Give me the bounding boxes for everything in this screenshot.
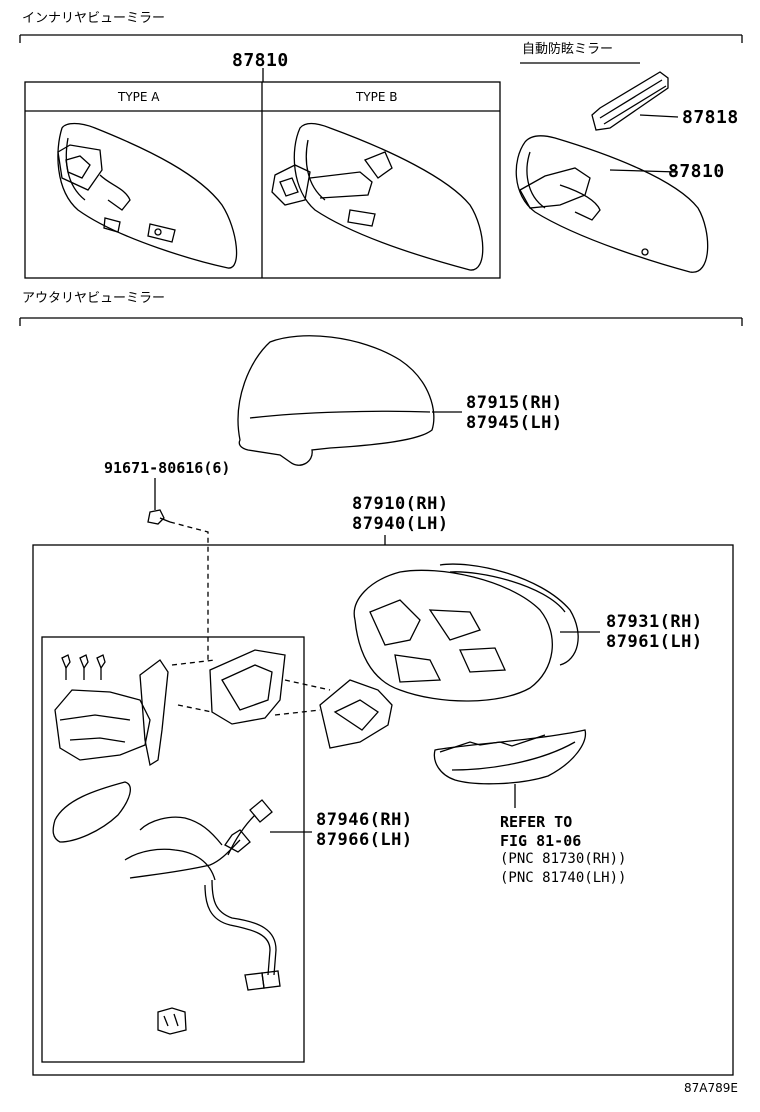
- mirror-housing-drawing: [319, 563, 600, 749]
- outer-section-title: アウタリヤビューミラー: [22, 291, 166, 306]
- part-87946: 87946(RH): [316, 810, 413, 830]
- auto-dimming-cover-drawing: [591, 71, 679, 131]
- refer-line-2: FIG 81-06: [500, 832, 582, 850]
- screw-drawing: [147, 478, 209, 660]
- part-87915: 87915(RH): [466, 393, 563, 413]
- motor-assembly-drawing: [52, 654, 312, 1035]
- inner-section-title: インナリヤビューミラー: [22, 11, 166, 26]
- part-87966: 87966(LH): [316, 830, 413, 850]
- motor-subframe: [41, 636, 305, 1063]
- type-a-mirror-drawing: [57, 122, 238, 269]
- bracket-drawing: [171, 649, 331, 725]
- auto-dimming-mirror-drawing: [515, 135, 709, 273]
- part-87940: 87940(LH): [352, 514, 449, 534]
- part-87961: 87961(LH): [606, 632, 703, 652]
- part-87818: 87818: [682, 107, 739, 128]
- refer-line-3: (PNC 81730(RH)): [500, 851, 627, 867]
- part-87945: 87945(LH): [466, 413, 563, 433]
- part-87910: 87910(RH): [352, 494, 449, 514]
- refer-line-4: (PNC 81740(LH)): [500, 870, 627, 886]
- figure-code: 87A789E: [684, 1081, 738, 1095]
- type-b-mirror-drawing: [271, 122, 484, 271]
- leader-87810-auto: [609, 169, 679, 173]
- part-87931: 87931(RH): [606, 612, 703, 632]
- type-b-label: TYPE B: [356, 90, 398, 104]
- refer-line-1: REFER TO: [500, 813, 573, 831]
- part-screw: 91671-80616(6): [104, 459, 231, 477]
- part-87810-auto: 87810: [668, 161, 725, 182]
- mirror-cover-drawing: [237, 335, 462, 466]
- assembly-frame: [32, 544, 734, 1076]
- turn-signal-drawing: [433, 729, 587, 808]
- auto-dimming-title: 自動防眩ミラー: [522, 42, 614, 57]
- type-a-label: TYPE A: [118, 90, 160, 104]
- part-87810-main: 87810: [232, 50, 289, 71]
- leader-87818: [639, 114, 679, 118]
